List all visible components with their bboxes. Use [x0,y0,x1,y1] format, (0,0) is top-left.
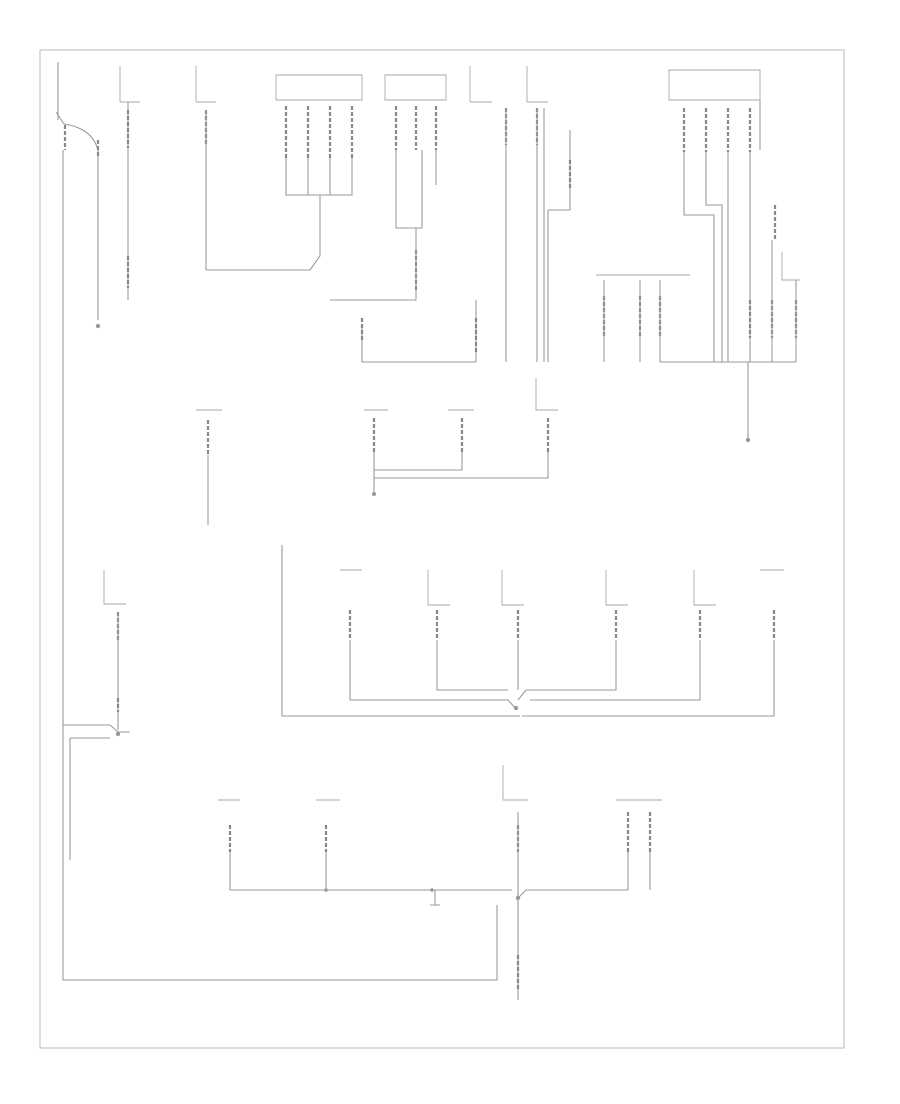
box-4 [526,66,548,103]
ground-g106 [515,895,521,901]
top-join-left [361,300,477,363]
bottom-return [62,860,498,981]
splice-wires [603,280,796,363]
ground-bottom-leads [430,890,519,1000]
block-far-right [668,69,761,101]
ground-g101 [95,323,101,329]
splice-s101 [324,888,328,892]
splice-right-wires [771,240,797,362]
ground-g104-leads [63,724,130,739]
middle-section [196,378,558,717]
wire-box-2 [205,110,321,271]
splice-right-conns [748,300,798,338]
ground-g102 [745,437,751,443]
wires-bottom [229,812,651,900]
ground-g103 [372,492,376,496]
block-right-join [395,150,437,229]
box-3 [469,66,492,103]
box-low-1 [103,570,126,605]
boxes-low-row [340,569,784,606]
block-right-down [330,228,417,301]
box-2 [195,66,216,103]
block-left-join [285,158,353,250]
wires-mid [373,452,549,492]
mid-bus-left [281,545,520,717]
block-far-right-pins [682,108,752,152]
conns-bottom [228,812,652,852]
battery-wire [55,62,99,320]
ground-g104 [115,731,121,737]
wires-low-row [349,640,775,717]
ground-g105 [513,705,519,711]
top-section [55,62,800,860]
lower-section [62,569,784,1000]
boxes-mid [364,378,558,411]
block-left-inner [307,158,331,195]
boxes-bottom [218,765,662,801]
block-left-multi [275,74,363,101]
wire-box-4 [536,108,545,362]
splice-s102 [430,888,434,892]
box-right-side [781,252,800,281]
top-join-conns [360,318,478,352]
block-far-right-wires [683,152,751,362]
block-right-pins [394,106,438,150]
box-1 [119,66,140,103]
conns-low-row [348,610,776,640]
splice-conns [602,296,662,338]
conns-mid [372,418,550,452]
block-left-pins [284,106,354,158]
diagram-frame [39,49,845,1049]
block-right-multi [384,74,447,101]
wire-box-4b [547,130,571,362]
